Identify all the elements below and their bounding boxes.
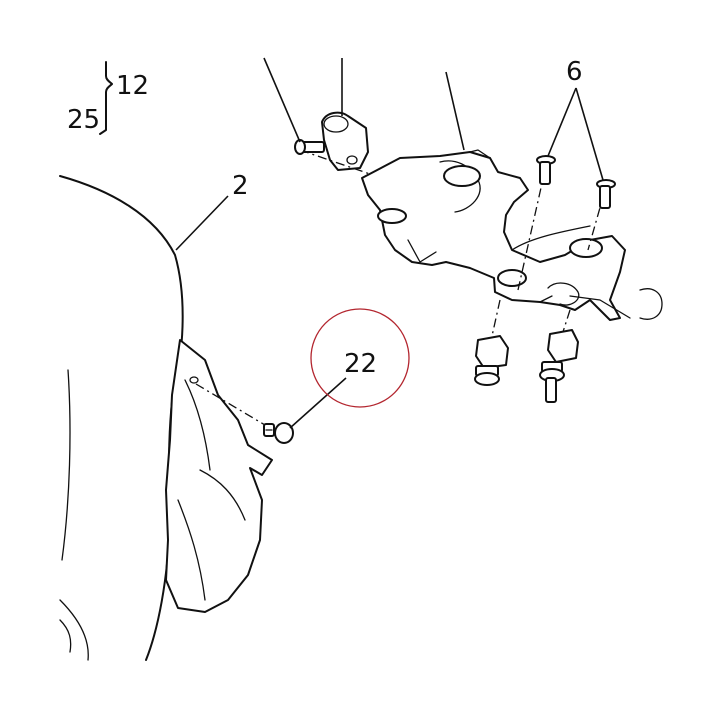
- highlight-circle: [310, 308, 410, 408]
- group-brace: [99, 61, 113, 135]
- screw-pair: [517, 155, 616, 291]
- mounting-bracket: [361, 149, 663, 321]
- lower-bolts: [474, 299, 579, 403]
- clamp-part: [294, 111, 371, 175]
- leader-lines: [175, 57, 604, 429]
- callout-12: 12: [116, 71, 149, 101]
- callout-6: 6: [566, 57, 583, 87]
- housing-part: [59, 175, 273, 661]
- callout-22: 22: [344, 349, 377, 379]
- small-bolt: [195, 383, 294, 444]
- callout-25: 25: [67, 105, 100, 135]
- callout-2: 2: [232, 171, 249, 201]
